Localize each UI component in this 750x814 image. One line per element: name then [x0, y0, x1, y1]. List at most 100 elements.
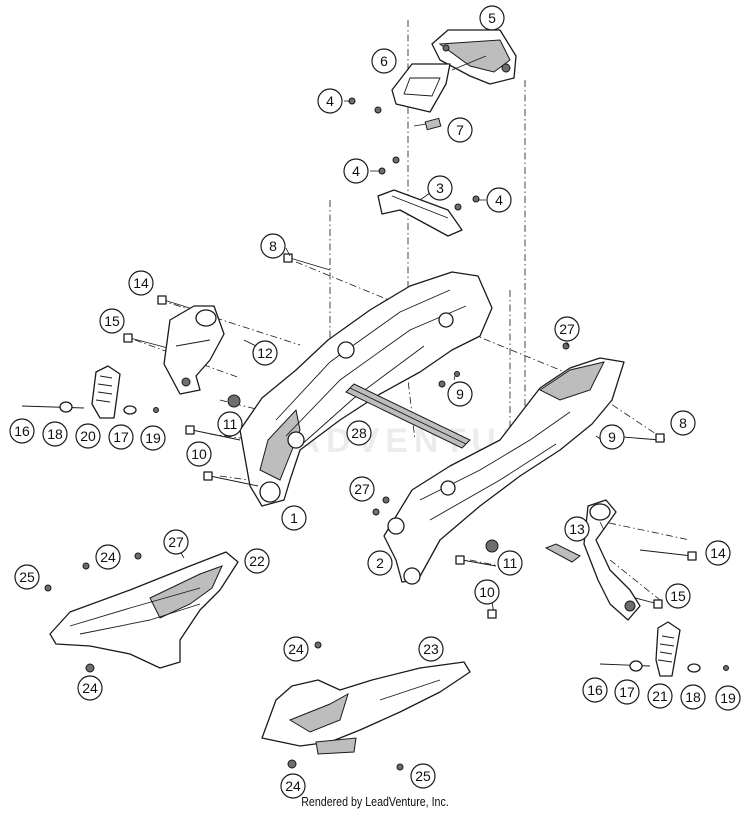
svg-text:18: 18 — [47, 426, 63, 442]
svg-text:24: 24 — [100, 549, 116, 565]
callout-c-3: 3 — [427, 175, 453, 201]
callout-c-8b: 8 — [670, 410, 696, 436]
svg-text:5: 5 — [488, 10, 496, 26]
svg-text:19: 19 — [720, 690, 736, 706]
svg-text:12: 12 — [257, 345, 273, 361]
side-cover-left-part — [44, 551, 239, 673]
credit-line: Rendered by LeadVenture, Inc. — [301, 794, 449, 809]
svg-text:17: 17 — [113, 429, 129, 445]
callout-c-24b: 24 — [283, 636, 309, 662]
svg-text:14: 14 — [133, 275, 149, 291]
svg-text:9: 9 — [456, 386, 464, 402]
callout-c-24a: 24 — [95, 544, 121, 570]
footrest-bracket-right-part — [544, 499, 641, 621]
svg-text:8: 8 — [679, 415, 687, 431]
svg-text:1: 1 — [290, 510, 298, 526]
callout-c-27c: 27 — [163, 529, 189, 555]
svg-text:8: 8 — [269, 238, 277, 254]
svg-text:24: 24 — [82, 680, 98, 696]
svg-text:22: 22 — [249, 553, 265, 569]
callout-c-4c: 4 — [486, 187, 512, 213]
svg-text:7: 7 — [456, 122, 464, 138]
callout-c-11a: 11 — [217, 411, 243, 437]
bottom-cover-part — [261, 641, 471, 771]
svg-text:23: 23 — [423, 641, 439, 657]
callout-c-4b: 4 — [343, 158, 369, 184]
callout-c-27a: 27 — [554, 316, 580, 342]
footpeg-left-part — [21, 365, 159, 419]
callout-c-22: 22 — [244, 548, 270, 574]
callout-c-18a: 18 — [42, 421, 68, 447]
callout-c-28: 28 — [346, 420, 372, 446]
callout-c-24c: 24 — [77, 675, 103, 701]
callout-c-25b: 25 — [410, 763, 436, 789]
svg-text:10: 10 — [479, 584, 495, 600]
svg-text:13: 13 — [569, 521, 585, 537]
callout-c-19b: 19 — [715, 685, 741, 711]
svg-text:27: 27 — [354, 481, 370, 497]
svg-text:24: 24 — [288, 641, 304, 657]
bracket-plate-part — [391, 63, 451, 113]
svg-text:15: 15 — [670, 588, 686, 604]
svg-text:16: 16 — [14, 423, 30, 439]
svg-text:25: 25 — [415, 768, 431, 784]
svg-text:6: 6 — [380, 53, 388, 69]
callout-c-11b: 11 — [497, 550, 523, 576]
svg-text:28: 28 — [351, 425, 367, 441]
callout-c-15b: 15 — [665, 583, 691, 609]
callout-c-19a: 19 — [140, 425, 166, 451]
svg-text:18: 18 — [685, 689, 701, 705]
small-fasteners — [348, 97, 606, 516]
svg-text:10: 10 — [191, 446, 207, 462]
callout-c-12: 12 — [252, 340, 278, 366]
callout-c-18b: 18 — [680, 684, 706, 710]
callout-c-10b: 10 — [474, 579, 500, 605]
cross-bracket-part — [377, 189, 463, 237]
callout-c-23: 23 — [418, 636, 444, 662]
callout-c-27b: 27 — [349, 476, 375, 502]
svg-text:4: 4 — [352, 163, 360, 179]
callout-c-13: 13 — [564, 516, 590, 542]
callout-c-20: 20 — [75, 423, 101, 449]
svg-text:19: 19 — [145, 430, 161, 446]
callout-c-4a: 4 — [317, 88, 343, 114]
svg-text:11: 11 — [223, 416, 238, 432]
callout-c-16a: 16 — [9, 418, 35, 444]
callout-c-8a: 8 — [260, 233, 286, 259]
svg-text:27: 27 — [559, 321, 575, 337]
callout-c-17a: 17 — [108, 424, 134, 450]
svg-text:20: 20 — [80, 428, 96, 444]
callout-c-1: 1 — [281, 505, 307, 531]
callout-c-14b: 14 — [705, 540, 731, 566]
cross-bar-part — [345, 383, 471, 449]
svg-text:11: 11 — [503, 555, 518, 571]
svg-text:14: 14 — [710, 545, 726, 561]
svg-text:15: 15 — [104, 313, 120, 329]
leader-lines — [177, 100, 605, 559]
callout-c-5: 5 — [479, 5, 505, 31]
svg-text:9: 9 — [608, 429, 616, 445]
svg-text:4: 4 — [326, 93, 334, 109]
svg-text:3: 3 — [436, 180, 444, 196]
callout-c-7: 7 — [447, 117, 473, 143]
svg-text:4: 4 — [495, 192, 503, 208]
grab-handle-part — [431, 29, 517, 85]
callout-c-2: 2 — [367, 550, 393, 576]
alignment-lines — [134, 20, 691, 601]
callout-c-14a: 14 — [128, 270, 154, 296]
callout-c-24d: 24 — [280, 773, 306, 799]
footpeg-right-part — [599, 621, 729, 677]
callout-c-15a: 15 — [99, 308, 125, 334]
subframe-right-part — [383, 357, 625, 585]
svg-text:21: 21 — [652, 688, 668, 704]
callout-c-9a: 9 — [447, 381, 473, 407]
callout-c-16b: 16 — [582, 677, 608, 703]
callout-c-10a: 10 — [186, 441, 212, 467]
callout-c-17b: 17 — [614, 679, 640, 705]
svg-text:27: 27 — [168, 534, 184, 550]
footrest-bracket-left-part — [163, 305, 225, 395]
callout-c-9b: 9 — [599, 424, 625, 450]
svg-text:25: 25 — [19, 569, 35, 585]
